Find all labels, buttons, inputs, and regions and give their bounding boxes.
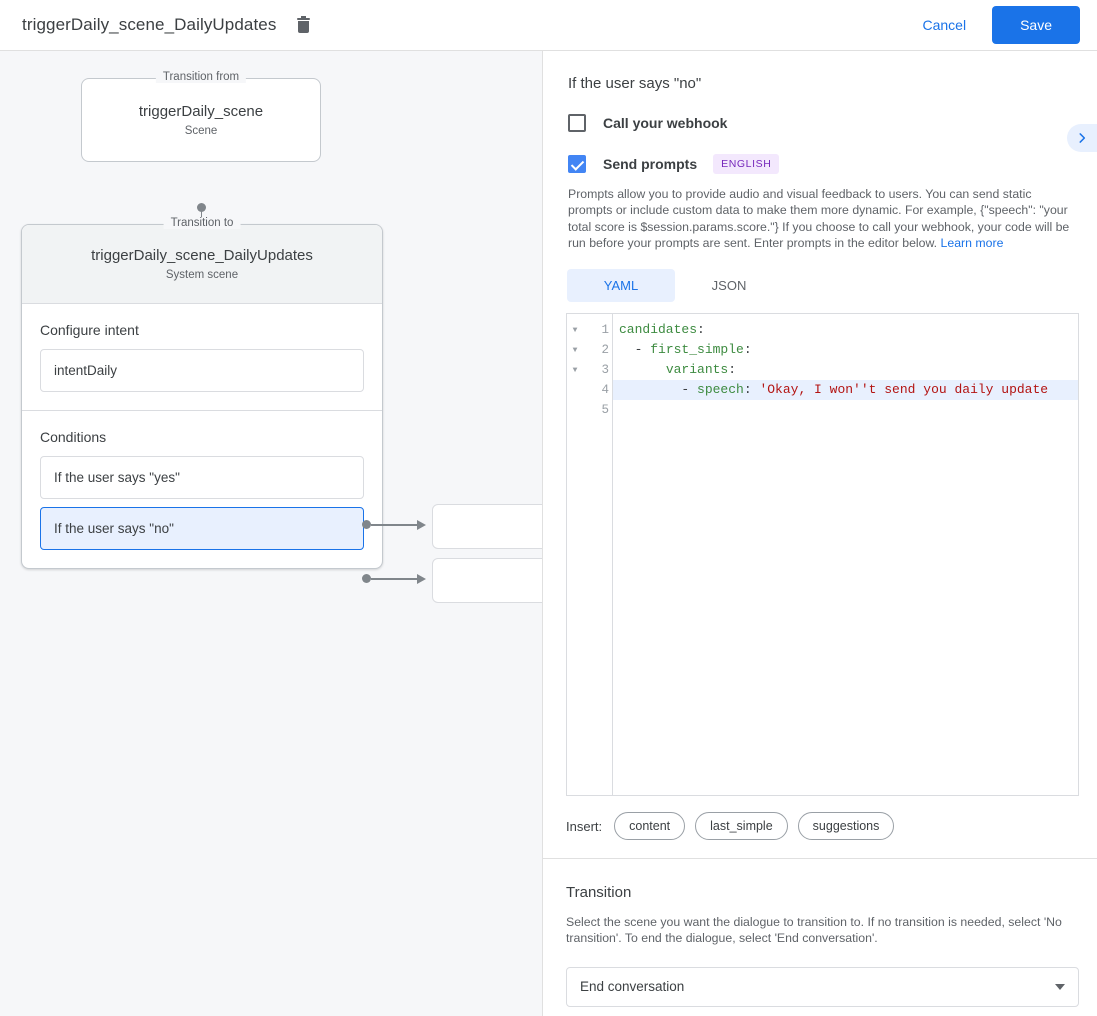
save-button[interactable]: Save xyxy=(992,6,1080,44)
webhook-row[interactable]: Call your webhook xyxy=(543,114,1097,132)
cancel-button[interactable]: Cancel xyxy=(908,8,980,42)
send-prompts-row[interactable]: Send prompts ENGLISH xyxy=(543,154,1097,174)
send-prompts-label: Send prompts xyxy=(603,156,698,172)
fold-triangle-icon[interactable]: ▼ xyxy=(572,345,578,355)
top-app-bar: triggerDaily_scene_DailyUpdates Cancel S… xyxy=(0,0,1097,51)
code-token: variants xyxy=(665,362,729,377)
editor-code-line[interactable] xyxy=(613,400,1078,420)
editor-code-line[interactable]: - speech: 'Okay, I won''t send you daily… xyxy=(613,380,1078,400)
editor-line-number: 5 xyxy=(601,403,609,417)
condition-item-no[interactable]: If the user says "no" xyxy=(40,507,364,550)
panel-title: If the user says "no" xyxy=(568,75,702,92)
prompts-description: Prompts allow you to provide audio and v… xyxy=(568,186,1078,251)
insert-chip-content[interactable]: content xyxy=(614,812,686,840)
insert-chip-suggestions[interactable]: suggestions xyxy=(797,812,895,840)
condition-yes-connector-dot xyxy=(362,520,371,529)
editor-format-tabs: YAML JSON xyxy=(567,269,1097,303)
conditions-section: Conditions If the user says "yes" If the… xyxy=(22,411,382,550)
fold-triangle-icon[interactable]: ▼ xyxy=(572,365,578,375)
code-token: - xyxy=(619,382,698,397)
editor-code-line[interactable]: variants: xyxy=(613,360,1078,380)
transition-title: Transition xyxy=(566,884,632,901)
tab-yaml[interactable]: YAML xyxy=(567,269,675,303)
code-token: 'Okay, I won''t send you daily update xyxy=(759,382,1049,397)
edge-source-dot xyxy=(197,203,206,212)
target-card-yes[interactable] xyxy=(432,504,542,549)
code-token: : xyxy=(743,342,752,357)
target-card-no[interactable] xyxy=(432,558,542,603)
editor-line-number: 4 xyxy=(601,383,609,397)
transition-description: Select the scene you want the dialogue t… xyxy=(566,915,1062,946)
code-token: - xyxy=(619,342,651,357)
condition-no-arrowhead xyxy=(417,573,426,584)
transition-to-node[interactable]: Transition to triggerDaily_scene_DailyUp… xyxy=(21,217,383,569)
editor-code-line[interactable]: candidates: xyxy=(613,320,1078,340)
fold-triangle-icon[interactable]: ▼ xyxy=(572,325,578,335)
condition-no-connector-dot xyxy=(362,574,371,583)
transition-section: Transition Select the scene you want the… xyxy=(566,884,1079,1007)
condition-item-yes[interactable]: If the user says "yes" xyxy=(40,456,364,499)
conditions-label: Conditions xyxy=(40,429,107,445)
editor-line-number: 1 xyxy=(601,323,609,337)
editor-line-number: 3 xyxy=(601,363,609,377)
transition-to-title: triggerDaily_scene_DailyUpdates xyxy=(91,247,313,264)
code-token xyxy=(619,362,666,377)
condition-yes-edge xyxy=(371,524,418,526)
send-prompts-checkbox[interactable] xyxy=(568,155,586,173)
editor-code-area[interactable]: candidates: - first_simple: variants: - … xyxy=(613,314,1078,795)
editor-code-line[interactable]: - first_simple: xyxy=(613,340,1078,360)
intent-field[interactable]: intentDaily xyxy=(40,349,364,392)
delete-button[interactable] xyxy=(290,12,316,38)
trash-icon xyxy=(296,15,310,33)
panel-divider xyxy=(542,858,1097,859)
tab-json[interactable]: JSON xyxy=(711,278,747,294)
chevron-down-icon xyxy=(1055,983,1065,990)
transition-to-legend: Transition to xyxy=(163,217,241,229)
expand-panel-button[interactable] xyxy=(1067,124,1097,152)
insert-label: Insert: xyxy=(566,818,603,834)
call-webhook-label: Call your webhook xyxy=(603,115,728,131)
chevron-right-icon xyxy=(1079,133,1086,143)
editor-gutter-line: 4 xyxy=(567,380,612,400)
code-token: speech xyxy=(697,382,744,397)
insert-chip-last-simple[interactable]: last_simple xyxy=(695,812,788,840)
insert-chips-row: Insert: content last_simple suggestions xyxy=(566,812,895,840)
learn-more-link[interactable]: Learn more xyxy=(940,235,1004,250)
transition-from-subtitle: Scene xyxy=(184,125,218,137)
scene-graph-canvas[interactable]: Transition from triggerDaily_scene Scene… xyxy=(0,51,542,1016)
code-token: first_simple xyxy=(650,342,744,357)
language-badge: ENGLISH xyxy=(713,154,780,174)
code-token: : xyxy=(728,362,737,377)
topbar-actions: Cancel Save xyxy=(908,6,1080,44)
editor-gutter-line: 5 xyxy=(567,400,612,420)
editor-gutter-line: ▼3 xyxy=(567,360,612,380)
configure-intent-section: Configure intent intentDaily xyxy=(22,304,382,392)
transition-to-header: triggerDaily_scene_DailyUpdates System s… xyxy=(22,225,382,304)
transition-select[interactable]: End conversation xyxy=(566,966,1079,1007)
prompts-description-text: Prompts allow you to provide audio and v… xyxy=(568,187,1070,250)
transition-from-title: triggerDaily_scene xyxy=(138,103,264,120)
code-token: : xyxy=(743,382,760,397)
panel-header: If the user says "no" xyxy=(543,51,1097,92)
transition-to-subtitle: System scene xyxy=(165,269,239,281)
condition-yes-arrowhead xyxy=(417,519,426,530)
editor-gutter-line: ▼1 xyxy=(567,320,612,340)
transition-from-node[interactable]: Transition from triggerDaily_scene Scene xyxy=(81,71,321,162)
transition-select-value: End conversation xyxy=(580,979,685,995)
configure-intent-label: Configure intent xyxy=(40,322,139,338)
call-webhook-checkbox[interactable] xyxy=(568,114,586,132)
editor-gutter-line: ▼2 xyxy=(567,340,612,360)
code-token: : xyxy=(697,322,705,337)
page-title: triggerDaily_scene_DailyUpdates xyxy=(22,15,277,34)
code-token: candidates xyxy=(619,322,698,337)
editor-line-number: 2 xyxy=(601,343,609,357)
transition-from-legend: Transition from xyxy=(155,71,247,83)
condition-no-edge xyxy=(371,578,418,580)
